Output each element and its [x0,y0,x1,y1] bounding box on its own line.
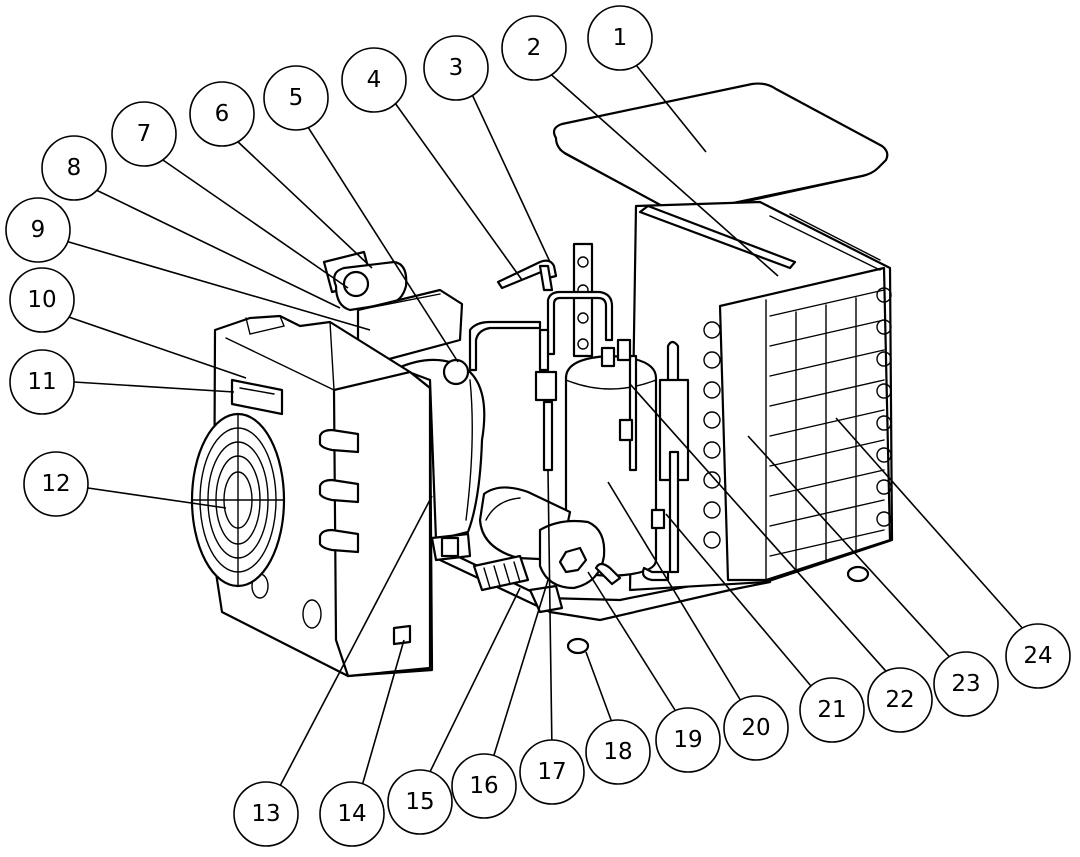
callout-18: 18 [585,719,651,785]
callout-11: 11 [9,349,75,415]
callout-3-label: 3 [449,55,464,81]
callout-19-label: 19 [673,727,702,753]
callout-10: 10 [9,267,75,333]
leader-lines [59,59,1025,787]
fan-guard [190,412,286,588]
callout-6: 6 [189,81,255,147]
callout-8-label: 8 [67,155,82,181]
callout-22: 22 [867,667,933,733]
electrical-box [322,250,470,386]
small-fittings [392,565,870,655]
callout-14: 14 [319,781,385,847]
callout-24-label: 24 [1023,643,1052,669]
callout-8: 8 [41,135,107,201]
callout-1-label: 1 [613,25,628,51]
callout-1: 1 [587,5,653,71]
callout-14-label: 14 [337,801,366,827]
callout-13: 13 [233,781,299,847]
callout-2: 2 [501,15,567,81]
callout-2-label: 2 [527,35,542,61]
callout-15: 15 [387,769,453,835]
callout-12-label: 12 [41,471,70,497]
front-housing [212,314,434,678]
callout-3: 3 [423,35,489,101]
callout-12: 12 [23,451,89,517]
water-pump [472,486,622,614]
callout-9-label: 9 [31,217,46,243]
callout-6-label: 6 [215,101,230,127]
callout-21-label: 21 [817,697,846,723]
back-tube-column [572,242,594,358]
callout-5: 5 [263,65,329,131]
callout-4-label: 4 [367,67,382,93]
callout-9: 9 [5,197,71,263]
callout-16-label: 16 [469,773,498,799]
elbow-fitting [496,259,558,292]
callout-18-label: 18 [603,739,632,765]
callout-20: 20 [723,695,789,761]
callout-16: 16 [451,753,517,819]
callout-7-label: 7 [137,121,152,147]
callout-19: 19 [655,707,721,773]
callout-23-label: 23 [951,671,980,697]
callout-15-label: 15 [405,789,434,815]
callout-17: 17 [519,739,585,805]
refrigerant-tubing [468,290,690,582]
callout-4: 4 [341,47,407,113]
callout-7: 7 [111,101,177,167]
callout-11-label: 11 [27,369,56,395]
callout-21: 21 [799,677,865,743]
callout-10-label: 10 [27,287,56,313]
callout-20-label: 20 [741,715,770,741]
callout-13-label: 13 [251,801,280,827]
top-cover-lid [552,82,889,215]
callout-5-label: 5 [289,85,304,111]
evaporator-cage [628,200,894,592]
callout-23: 23 [933,651,999,717]
callout-17-label: 17 [537,759,566,785]
callout-24: 24 [1005,623,1071,689]
heat-exchanger [396,358,486,562]
callout-22-label: 22 [885,687,914,713]
